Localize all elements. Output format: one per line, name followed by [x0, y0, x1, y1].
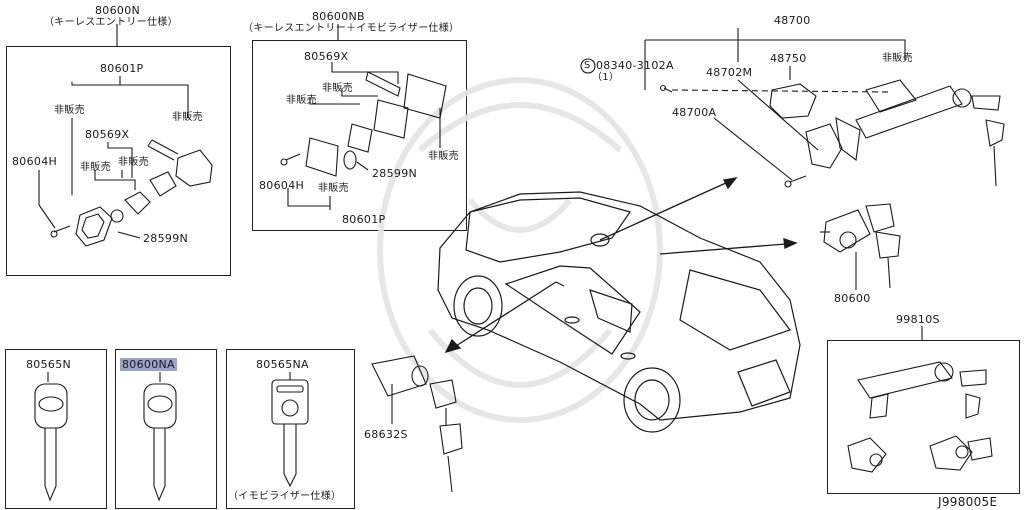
part-label-80600: 80600	[834, 292, 871, 305]
part-label-80565NA: 80565NA	[256, 358, 309, 371]
part-label-80569X: 80569X	[85, 128, 130, 141]
part-label-08340-3102A: 08340-3102A	[596, 59, 674, 72]
key-80565N-box	[5, 349, 107, 509]
part-label-48700A: 48700A	[672, 106, 717, 119]
watermark-crest	[377, 77, 663, 423]
key-80600NA-box	[115, 349, 217, 509]
key-80565NA-box	[226, 349, 355, 509]
not-sold-label: 非販売	[80, 162, 111, 173]
group-a-leaders	[38, 24, 189, 239]
part-label-80604H: 80604H	[12, 155, 58, 168]
spec-note-keyless-immobilizer: （キーレスエントリー＋イモビライザー仕様）	[243, 23, 460, 34]
key-set-99810S	[847, 326, 993, 473]
part-label-28599N: 28599N	[143, 232, 189, 245]
group-b-leaders	[287, 24, 441, 210]
spec-note-keyless: （キーレスエントリー仕様）	[44, 17, 178, 28]
not-sold-label: 非販売	[882, 53, 913, 64]
key-80600NA-drawing	[143, 372, 177, 502]
trunk-cylinder-68632S	[371, 355, 463, 493]
ignition-parts	[659, 79, 1005, 188]
ignition-leaders	[580, 28, 906, 181]
part-label-68632S: 68632S	[364, 428, 408, 441]
key-set-99810S-box	[827, 340, 1020, 494]
part-label-80569X: 80569X	[304, 50, 349, 63]
key-80565N-drawing	[34, 372, 68, 502]
part-label-99810S: 99810S	[896, 313, 940, 326]
part-label-80565N: 80565N	[26, 358, 72, 371]
not-sold-label: 非販売	[54, 105, 85, 116]
key-80565NA-drawing	[271, 372, 309, 488]
not-sold-label: 非販売	[118, 157, 149, 168]
part-label-80600NA[interactable]: 80600NA	[120, 358, 177, 371]
part-label-80601P: 80601P	[342, 213, 386, 226]
part-label-80600N: 80600N	[95, 4, 141, 17]
not-sold-label: 非販売	[286, 95, 317, 106]
not-sold-label: 非販売	[318, 183, 349, 194]
keyless-parts-a	[50, 139, 213, 247]
immobilizer-spec-note: （イモビライザー仕様）	[228, 491, 342, 502]
part-label-80600NB: 80600NB	[312, 10, 365, 23]
quantity-label: （1）	[592, 72, 620, 83]
part-label-48702M: 48702M	[706, 66, 753, 79]
s-mark: S	[584, 60, 591, 71]
not-sold-label: 非販売	[322, 83, 353, 94]
door-cylinder-80600	[820, 203, 901, 290]
part-label-80604H: 80604H	[259, 179, 305, 192]
keyless-parts-b	[280, 71, 447, 177]
part-label-48750: 48750	[770, 52, 807, 65]
keyless-group-box	[6, 46, 231, 276]
part-label-48700: 48700	[774, 14, 811, 27]
part-label-80601P: 80601P	[100, 62, 144, 75]
callout-arrows	[444, 177, 798, 354]
keyless-immobilizer-group-box	[252, 40, 467, 231]
not-sold-label: 非販売	[428, 151, 459, 162]
diagram-id: J998005E	[938, 495, 998, 509]
part-label-28599N: 28599N	[372, 167, 418, 180]
car-body	[437, 191, 801, 433]
not-sold-label: 非販売	[172, 112, 203, 123]
